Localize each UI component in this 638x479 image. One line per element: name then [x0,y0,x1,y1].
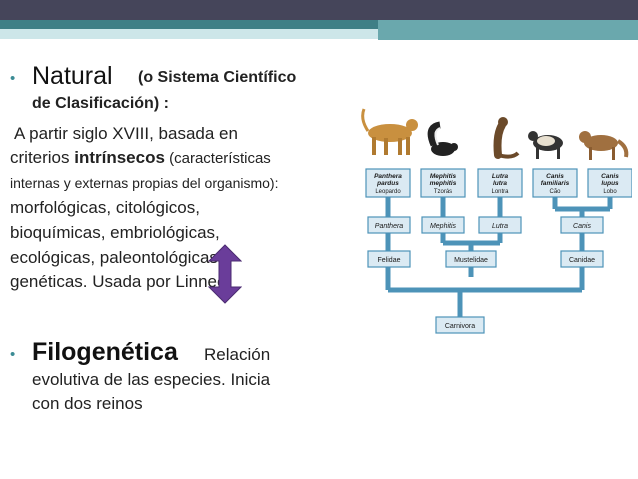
genus-label-3: Lutra [492,223,508,230]
double-arrow-icon [208,244,242,304]
natural-line-2b: intrínsecos [74,148,165,167]
svg-text:lupus: lupus [601,180,619,187]
svg-text:Tzorás: Tzorás [434,189,452,195]
species-box-5: Canis lupus Lobo [587,168,632,198]
svg-text:Lobo: Lobo [603,189,617,195]
filogenetica-line-3: con dos reinos [32,394,143,413]
bullet-natural: • [10,70,16,87]
wolf-icon [579,131,629,160]
svg-text:Leopardo: Leopardo [375,189,401,195]
otter-icon [493,117,520,159]
species-box-2: Mephitis mephitis Tzorás [420,168,466,198]
phylogenetic-tree: Panthera pardus Leopardo Mephitis mephit… [361,108,632,334]
top-bar [0,0,638,20]
order-label: Carnivora [445,323,475,330]
svg-text:pardus: pardus [376,180,399,187]
natural-line-3: internas y externas propias del organism… [10,175,279,191]
genus-label-2: Mephitis [430,223,457,230]
svg-text:Lontra: Lontra [491,189,509,195]
svg-text:Lutra: Lutra [492,173,509,180]
natural-subtitle-1: (o Sistema Científico [138,69,297,86]
natural-line-6: ecológicas, paleontológicas y [10,248,232,267]
natural-line-7: genéticas. Usada por Linneo. [10,272,232,291]
natural-line-4: morfológicas, citológicos, [10,198,200,217]
dog-icon [528,131,563,159]
filogenetica-title: Filogenética [32,338,178,366]
filogenetica-line-2: evolutiva de las especies. Inicia [32,370,271,389]
svg-text:lutra: lutra [493,180,507,187]
natural-line-5: bioquímicas, embriológicas, [10,223,220,242]
animal-illustrations [361,108,629,160]
natural-line-2a: criterios [10,148,75,167]
genus-row: Panthera Mephitis Lutra Canis [367,216,604,234]
genus-label-1: Panthera [375,223,404,230]
filogenetica-line-1: Relación [204,345,271,364]
svg-text:familiaris: familiaris [541,180,570,187]
leopard-icon [361,108,418,155]
svg-text:Cão: Cão [549,189,561,195]
family-row: Felidae Mustelidae Canidae [367,250,604,268]
family-label-2: Mustelidae [454,257,488,264]
family-label-3: Canidae [569,257,595,264]
order-box: Carnivora [435,316,485,334]
species-row: Panthera pardus Leopardo Mephitis mephit… [365,168,632,198]
natural-line-2c: (características [164,150,271,167]
natural-subtitle-2: de Clasificación) : [32,95,169,112]
natural-line-2: criterios intrínsecos (características [10,148,271,168]
species-box-3: Lutra lutra Lontra [477,168,523,198]
svg-text:Mephitis: Mephitis [430,173,457,180]
natural-title: Natural [32,62,113,90]
bullet-filogenetica: • [10,346,16,363]
header-band-accent [378,20,638,40]
svg-text:Canis: Canis [601,173,619,180]
svg-text:Panthera: Panthera [374,173,402,180]
species-box-1: Panthera pardus Leopardo [365,168,411,198]
header-band-light [0,29,638,39]
species-box-4: Canis familiaris Cão [532,168,578,198]
svg-text:mephitis: mephitis [430,180,457,187]
genus-label-4: Canis [573,223,591,230]
skunk-icon [427,121,458,156]
tree-lines [385,197,613,317]
svg-text:Canis: Canis [546,173,564,180]
natural-line-1: A partir siglo XVIII, basada en [14,124,238,143]
family-label-1: Felidae [378,257,401,264]
header-band-dark [0,20,638,29]
